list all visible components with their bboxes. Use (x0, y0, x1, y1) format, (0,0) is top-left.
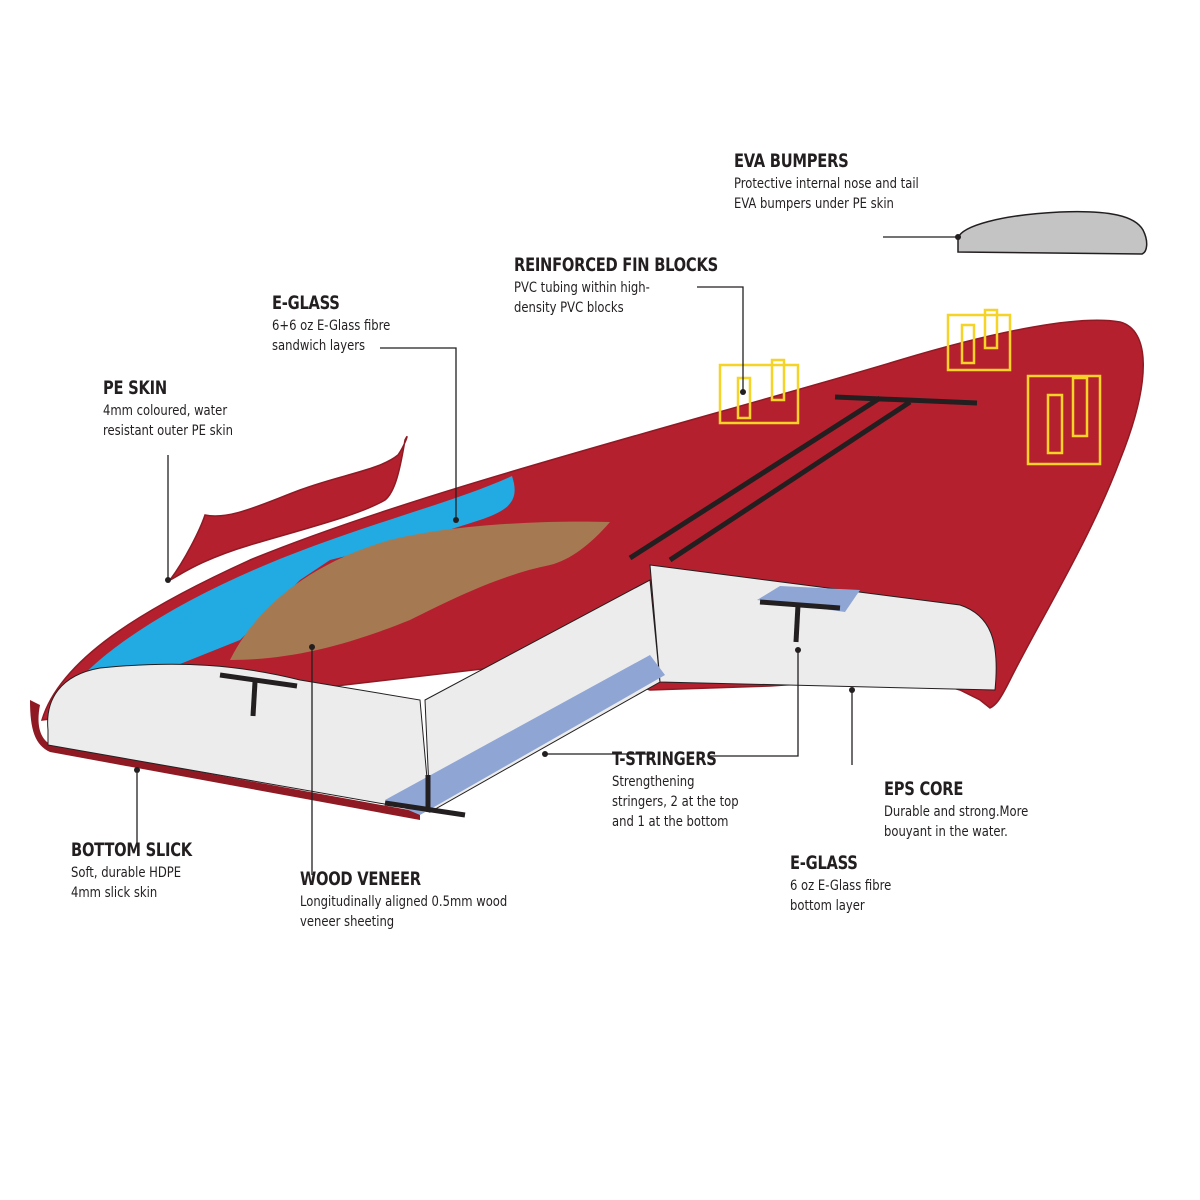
callout-eps-core: EPS CORE Durable and strong.More bouyant… (884, 778, 1041, 842)
callout-text: bouyant in the water. (884, 822, 1028, 842)
callout-eva-bumpers: EVA BUMPERS Protective internal nose and… (734, 150, 935, 214)
callout-text: 4mm slick skin (71, 883, 200, 903)
callout-text: Protective internal nose and tail (734, 174, 919, 194)
callout-text: PVC tubing within high- (514, 278, 732, 298)
callout-text: Strengthening (612, 772, 739, 792)
callout-title: PE SKIN (103, 377, 224, 399)
callout-wood-veneer: WOOD VENEER Longitudinally aligned 0.5mm… (300, 868, 525, 932)
callout-title: T-STRINGERS (612, 748, 730, 770)
callout-text: bottom layer (790, 896, 891, 916)
callout-text: EVA bumpers under PE skin (734, 194, 919, 214)
callout-title: EVA BUMPERS (734, 150, 907, 172)
callout-title: WOOD VENEER (300, 868, 494, 890)
callout-fin-blocks: REINFORCED FIN BLOCKS PVC tubing within … (514, 254, 751, 318)
callout-text: Soft, durable HDPE (71, 863, 200, 883)
callout-e-glass-bottom: E-GLASS 6 oz E-Glass fibre bottom layer (790, 852, 900, 916)
callout-text: 6 oz E-Glass fibre (790, 876, 891, 896)
eva-bumper-shape (958, 212, 1147, 254)
callout-title: REINFORCED FIN BLOCKS (514, 254, 718, 276)
callout-title: E-GLASS (790, 852, 885, 874)
callout-text: density PVC blocks (514, 298, 732, 318)
callout-text: sandwich layers (272, 336, 390, 356)
callout-pe-skin: PE SKIN 4mm coloured, water resistant ou… (103, 377, 244, 441)
eps-core-left (48, 664, 430, 812)
callout-text: Longitudinally aligned 0.5mm wood (300, 892, 507, 912)
callout-title: EPS CORE (884, 778, 1019, 800)
callout-text: veneer sheeting (300, 912, 507, 932)
callout-text: and 1 at the bottom (612, 812, 739, 832)
callout-text: stringers, 2 at the top (612, 792, 739, 812)
callout-text: 6+6 oz E-Glass fibre (272, 316, 390, 336)
callout-t-stringers: T-STRINGERS Strengthening stringers, 2 a… (612, 748, 750, 832)
callout-text: Durable and strong.More (884, 802, 1028, 822)
callout-title: BOTTOM SLICK (71, 839, 192, 861)
callout-text: 4mm coloured, water (103, 401, 233, 421)
callout-bottom-slick: BOTTOM SLICK Soft, durable HDPE 4mm slic… (71, 839, 212, 903)
callout-title: E-GLASS (272, 292, 383, 314)
callout-text: resistant outer PE skin (103, 421, 233, 441)
callout-e-glass-top: E-GLASS 6+6 oz E-Glass fibre sandwich la… (272, 292, 401, 356)
